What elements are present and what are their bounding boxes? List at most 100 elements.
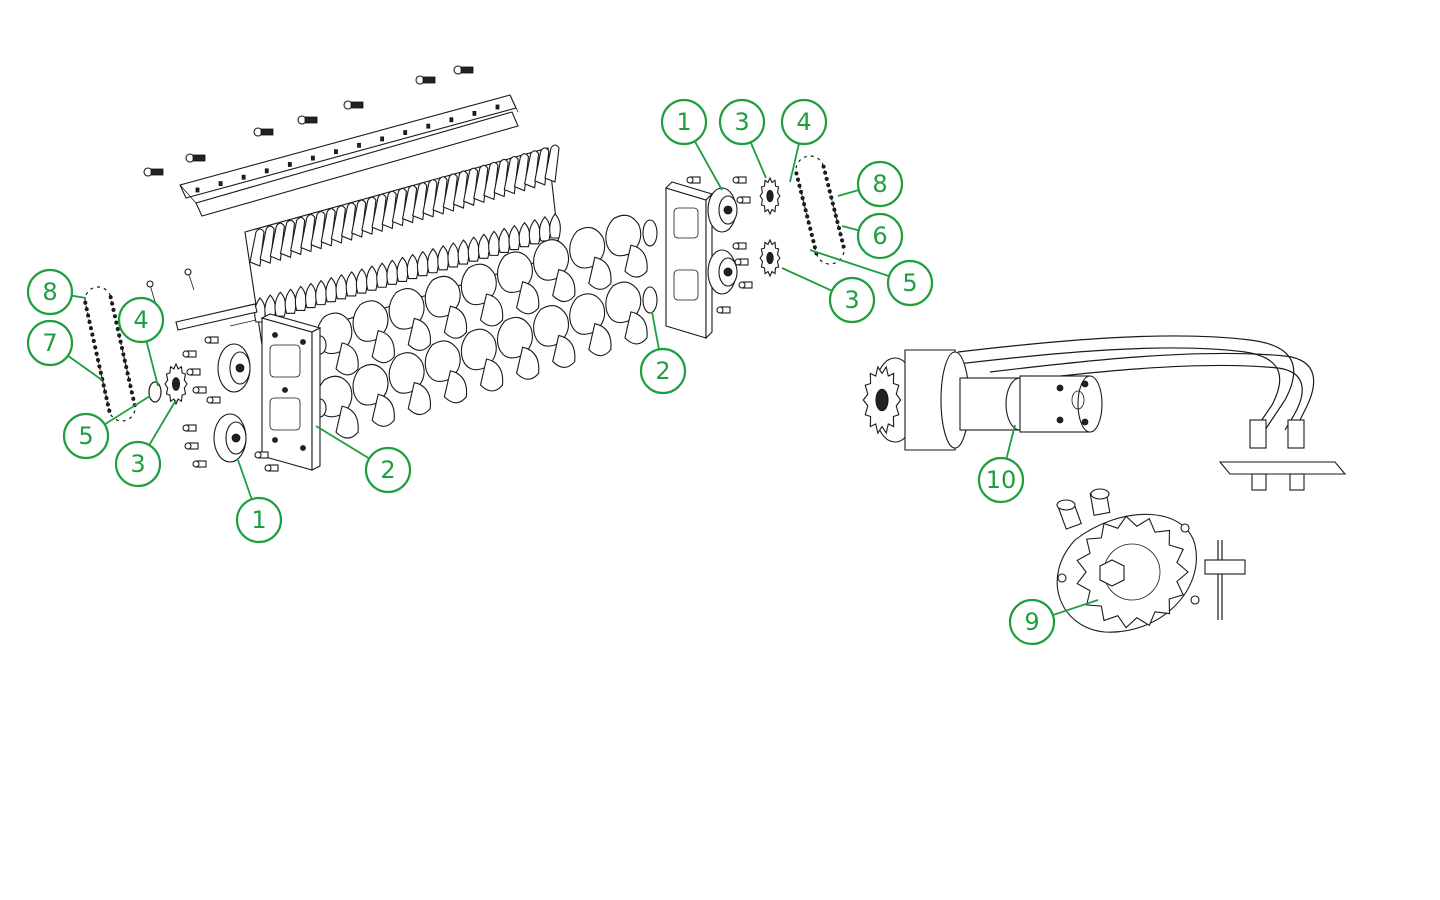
bolt [143, 167, 164, 177]
bolt [192, 460, 207, 468]
callout-circle [26, 268, 74, 316]
callout-circle [62, 412, 110, 460]
callout-left-7: 7 [26, 319, 103, 381]
bolt [734, 258, 749, 266]
callout-leader [1052, 599, 1099, 616]
callout-leader [693, 140, 723, 191]
callout-circle [117, 296, 165, 344]
callout-circle [660, 98, 708, 146]
callout-circle [114, 440, 162, 488]
callout-label: 4 [133, 306, 148, 334]
bolt [253, 127, 274, 137]
bolt [184, 442, 199, 450]
callout-leader [237, 459, 253, 500]
callout-label: 4 [796, 108, 811, 136]
callout-leader [71, 294, 87, 299]
callout-label: 3 [844, 286, 859, 314]
left-bearing-lower [213, 413, 247, 463]
bolt [206, 396, 221, 404]
bolt [732, 176, 747, 184]
callout-left-3: 3 [114, 399, 177, 488]
drive-sprocket-plate [1056, 488, 1246, 633]
bolt [185, 153, 206, 163]
callout-right-3a: 3 [718, 98, 767, 179]
lower-rotor-shaft [313, 281, 648, 439]
bolt [738, 281, 753, 289]
tine-comb-plate [244, 144, 561, 346]
top-bolts [143, 65, 474, 177]
callout-label: 10 [986, 466, 1017, 494]
bolt [182, 350, 197, 358]
callout-leader [1005, 424, 1016, 459]
bolt [736, 196, 751, 204]
right-sprocket-lower [759, 238, 781, 278]
bolt [716, 306, 731, 314]
callout-label: 2 [655, 357, 670, 385]
bolt [297, 115, 318, 125]
callout-right-3b: 3 [781, 267, 876, 324]
callout-left-2: 2 [315, 425, 412, 494]
left-tensioner [146, 268, 258, 331]
callout-circle [886, 259, 934, 307]
callout-leader [781, 267, 833, 292]
callout-label: 3 [734, 108, 749, 136]
upper-rotor-shaft [313, 214, 648, 376]
callout-circle [856, 212, 904, 260]
callout-circle [639, 347, 687, 395]
left-bearing-upper [217, 343, 251, 393]
left-sprocket [164, 362, 188, 406]
bolt [415, 75, 436, 85]
bolt [453, 65, 474, 75]
callout-leader [809, 249, 890, 277]
right-bearing-lower [707, 249, 738, 295]
bolt [264, 464, 279, 472]
callout-label: 8 [872, 170, 887, 198]
callout-circle [856, 160, 904, 208]
callout-circle [235, 496, 283, 544]
callout-leader [315, 425, 370, 460]
right-spacer-upper [642, 219, 658, 247]
callout-leader [651, 311, 660, 350]
bolt [254, 451, 269, 459]
callout-leader [841, 225, 859, 232]
top-mounting-bar [179, 94, 519, 217]
callout-circle [1008, 598, 1056, 646]
callout-circle [26, 319, 74, 367]
callout-left-5: 5 [62, 395, 151, 460]
callout-label: 7 [42, 329, 57, 357]
callout-left-1: 1 [235, 459, 283, 544]
right-chain [794, 154, 846, 265]
callout-label: 6 [872, 222, 887, 250]
callout-leader [148, 399, 177, 446]
bolt [192, 386, 207, 394]
callout-circle [718, 98, 766, 146]
callout-left-4: 4 [117, 296, 165, 387]
bolt [343, 100, 364, 110]
callout-leader [67, 355, 103, 381]
callout-leader [749, 141, 767, 179]
bolt [686, 176, 701, 184]
callout-right-5: 5 [809, 249, 934, 307]
callout-left-8: 8 [26, 268, 87, 316]
callout-circle [780, 98, 828, 146]
right-bearing-upper [707, 187, 738, 233]
callout-leader [104, 395, 151, 426]
callout-right-1: 1 [660, 98, 723, 191]
left-chain [83, 285, 137, 423]
callout-leader [789, 143, 800, 183]
callout-leader [145, 341, 159, 387]
callout-label: 1 [251, 506, 266, 534]
callout-label: 3 [130, 450, 145, 478]
hydraulic-motor-assembly [862, 335, 1347, 491]
callout-leader [837, 189, 860, 197]
bolt [732, 242, 747, 250]
callout-label: 8 [42, 278, 57, 306]
callout-circle [364, 446, 412, 494]
callout-label: 5 [902, 269, 917, 297]
bolt [186, 368, 201, 376]
callout-label: 1 [676, 108, 691, 136]
callout-label: 9 [1024, 608, 1039, 636]
left-side-plate [260, 313, 322, 471]
